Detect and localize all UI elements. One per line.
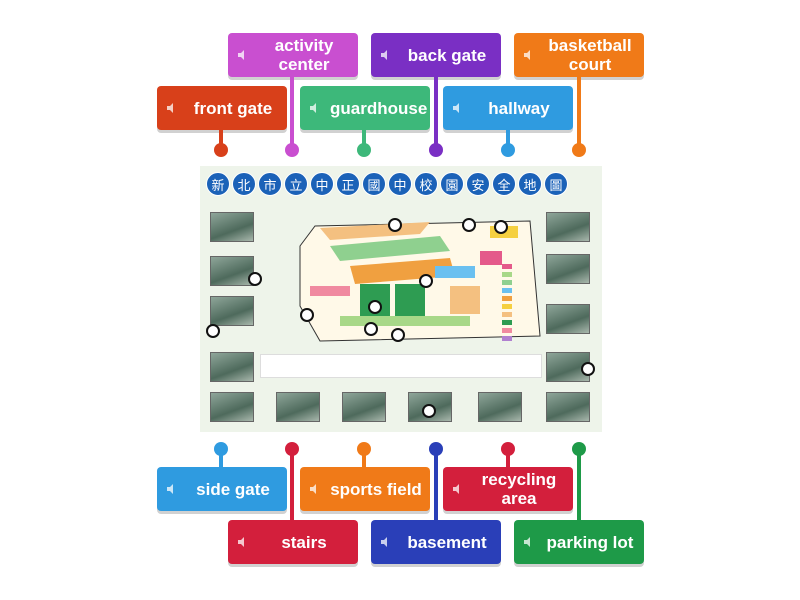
speaker-icon[interactable] [443, 483, 473, 495]
label-text: basement [407, 532, 487, 552]
label-text: recycling area [481, 470, 557, 508]
label-activity-center[interactable]: activity center [228, 33, 358, 77]
label-text: sports field [330, 479, 422, 499]
map-info-box [260, 354, 542, 378]
label-text: front gate [193, 98, 273, 118]
label-text: guardhouse [330, 98, 428, 118]
speaker-icon[interactable] [157, 483, 187, 495]
hotspot-ring[interactable] [391, 328, 405, 342]
speaker-icon[interactable] [228, 536, 258, 548]
label-text: hallway [488, 98, 550, 118]
label-text: activity center [274, 36, 334, 74]
pin-dot [214, 143, 228, 157]
pin-dot [572, 143, 586, 157]
label-basement[interactable]: basement [371, 520, 501, 564]
pin-stem [577, 77, 581, 144]
pin-stem [577, 455, 581, 520]
map-title-char: 北 [232, 172, 256, 196]
pin-stem [219, 130, 223, 144]
map-title: 新北市立中正國中校園安全地圖 [206, 172, 568, 196]
pin-dot [501, 442, 515, 456]
pin-dot [429, 442, 443, 456]
label-guardhouse[interactable]: guardhouse [300, 86, 430, 130]
campus-safety-map: 新北市立中正國中校園安全地圖 [200, 166, 602, 432]
label-text: basketball court [548, 36, 632, 74]
map-title-char: 校 [414, 172, 438, 196]
map-title-char: 正 [336, 172, 360, 196]
pin-stem [290, 77, 294, 144]
hotspot-ring[interactable] [581, 362, 595, 376]
speaker-icon[interactable] [300, 483, 330, 495]
label-basketball-court[interactable]: basketball court [514, 33, 644, 77]
map-title-char: 圖 [544, 172, 568, 196]
map-title-char: 新 [206, 172, 230, 196]
hotspot-ring[interactable] [388, 218, 402, 232]
pin-dot [429, 143, 443, 157]
speaker-icon[interactable] [514, 536, 544, 548]
label-back-gate[interactable]: back gate [371, 33, 501, 77]
label-text: parking lot [546, 532, 634, 552]
map-title-char: 中 [310, 172, 334, 196]
hotspot-ring[interactable] [419, 274, 433, 288]
pin-stem [219, 455, 223, 467]
label-text: stairs [281, 532, 327, 552]
map-title-char: 安 [466, 172, 490, 196]
pin-dot [285, 143, 299, 157]
label-stairs[interactable]: stairs [228, 520, 358, 564]
hotspot-ring[interactable] [364, 322, 378, 336]
speaker-icon[interactable] [371, 49, 401, 61]
map-title-char: 全 [492, 172, 516, 196]
hotspot-ring[interactable] [494, 220, 508, 234]
pin-stem [434, 77, 438, 144]
label-recycling-area[interactable]: recycling area [443, 467, 573, 511]
speaker-icon[interactable] [300, 102, 330, 114]
pin-stem [506, 455, 510, 467]
hotspot-ring[interactable] [368, 300, 382, 314]
pin-stem [506, 130, 510, 144]
campus-layout [299, 220, 541, 342]
pin-dot [214, 442, 228, 456]
speaker-icon[interactable] [514, 49, 544, 61]
pin-stem [362, 130, 366, 144]
label-sports-field[interactable]: sports field [300, 467, 430, 511]
pin-stem [434, 455, 438, 520]
label-side-gate[interactable]: side gate [157, 467, 287, 511]
label-text: side gate [196, 479, 270, 499]
label-front-gate[interactable]: front gate [157, 86, 287, 130]
pin-stem [362, 455, 366, 467]
map-title-char: 地 [518, 172, 542, 196]
map-title-char: 國 [362, 172, 386, 196]
speaker-icon[interactable] [228, 49, 258, 61]
hotspot-ring[interactable] [300, 308, 314, 322]
pin-dot [501, 143, 515, 157]
pin-dot [357, 442, 371, 456]
label-text: back gate [407, 45, 487, 65]
map-title-char: 中 [388, 172, 412, 196]
hotspot-ring[interactable] [422, 404, 436, 418]
pin-dot [572, 442, 586, 456]
pin-dot [357, 143, 371, 157]
speaker-icon[interactable] [443, 102, 473, 114]
pin-dot [285, 442, 299, 456]
map-title-char: 市 [258, 172, 282, 196]
map-title-char: 園 [440, 172, 464, 196]
hotspot-ring[interactable] [248, 272, 262, 286]
hotspot-ring[interactable] [206, 324, 220, 338]
label-hallway[interactable]: hallway [443, 86, 573, 130]
speaker-icon[interactable] [157, 102, 187, 114]
map-title-char: 立 [284, 172, 308, 196]
hotspot-ring[interactable] [462, 218, 476, 232]
speaker-icon[interactable] [371, 536, 401, 548]
pin-stem [290, 455, 294, 520]
label-parking-lot[interactable]: parking lot [514, 520, 644, 564]
